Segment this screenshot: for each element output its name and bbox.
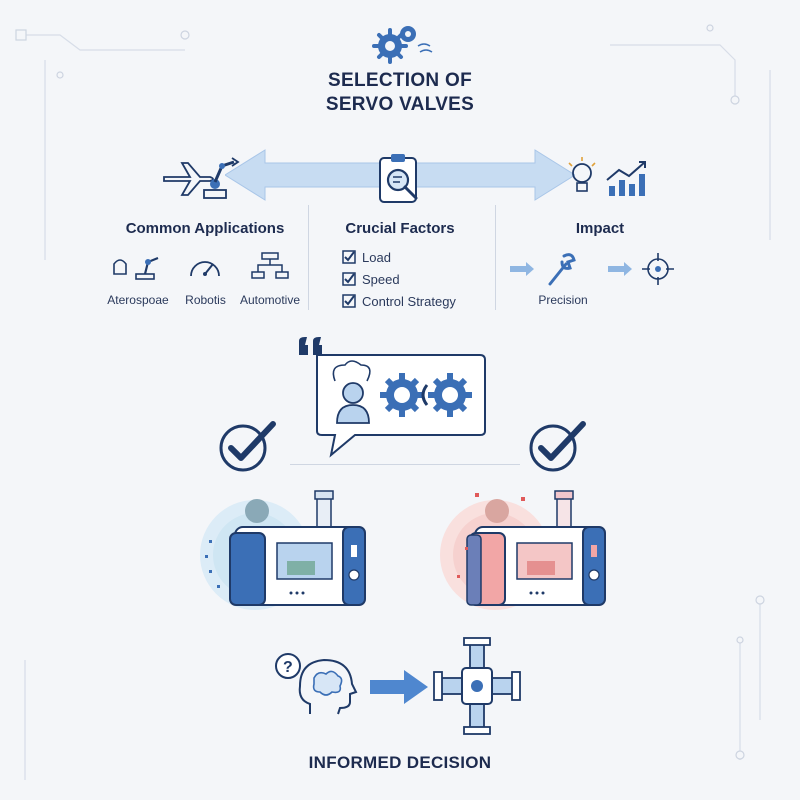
aerospace-robot-icon bbox=[113, 256, 159, 280]
impact-title: Impact bbox=[575, 220, 625, 237]
application-label-automotive: Automotive bbox=[239, 293, 301, 307]
impact-flow-icons bbox=[510, 253, 674, 286]
quote-mark-icon bbox=[299, 337, 322, 355]
checkbox-checked-icon bbox=[342, 294, 356, 308]
factor-label: Speed bbox=[362, 271, 400, 287]
arrow-right-icon bbox=[370, 670, 428, 704]
factor-item: Load bbox=[342, 246, 456, 268]
servo-machine-blue bbox=[200, 490, 366, 610]
divider bbox=[290, 464, 520, 465]
informed-decision-caption: INFORMED DECISION bbox=[308, 753, 492, 772]
checkbox-checked-icon bbox=[342, 250, 356, 264]
airplane-icon bbox=[163, 162, 214, 196]
svg-text:?: ? bbox=[283, 659, 293, 676]
factor-item: Control Strategy bbox=[342, 290, 456, 312]
application-label-robotics: Robotis bbox=[185, 293, 226, 307]
factor-label: Load bbox=[362, 249, 391, 265]
speech-bubble bbox=[299, 337, 486, 458]
page-title-line-1: SELECTION OF bbox=[328, 70, 472, 91]
factors-title: Crucial Factors bbox=[345, 220, 455, 237]
gears-icon bbox=[372, 26, 433, 64]
factor-label: Control Strategy bbox=[362, 293, 456, 309]
factors-checklist: Load Speed Control Strategy bbox=[342, 246, 456, 312]
lightbulb-icon bbox=[568, 157, 596, 192]
robot-arm-icon bbox=[203, 157, 240, 199]
application-label-aerospace: Aterospoae bbox=[107, 293, 169, 307]
gear-icon bbox=[380, 373, 424, 417]
growth-chart-icon bbox=[606, 161, 646, 196]
servo-machine-red bbox=[440, 490, 606, 610]
gauge-icon bbox=[190, 261, 220, 277]
check-mark-icon bbox=[219, 421, 276, 472]
servo-valve-icon bbox=[433, 637, 521, 735]
hierarchy-icon bbox=[251, 252, 289, 279]
column-separator bbox=[308, 205, 309, 310]
wrench-icon bbox=[548, 253, 576, 286]
page-title-line-2: SERVO VALVES bbox=[325, 94, 475, 115]
factor-item: Speed bbox=[342, 268, 456, 290]
gear-icon bbox=[421, 373, 472, 417]
clipboard-search-icon bbox=[379, 154, 418, 203]
target-icon bbox=[642, 253, 674, 285]
column-separator bbox=[495, 205, 496, 310]
person-thinking-icon bbox=[332, 360, 371, 424]
impact-label-precision: Precision bbox=[538, 293, 588, 307]
applications-title: Common Applications bbox=[125, 220, 285, 237]
thinking-head-icon: ? bbox=[275, 653, 358, 715]
check-mark-icon bbox=[529, 421, 586, 472]
checkbox-checked-icon bbox=[342, 272, 356, 286]
